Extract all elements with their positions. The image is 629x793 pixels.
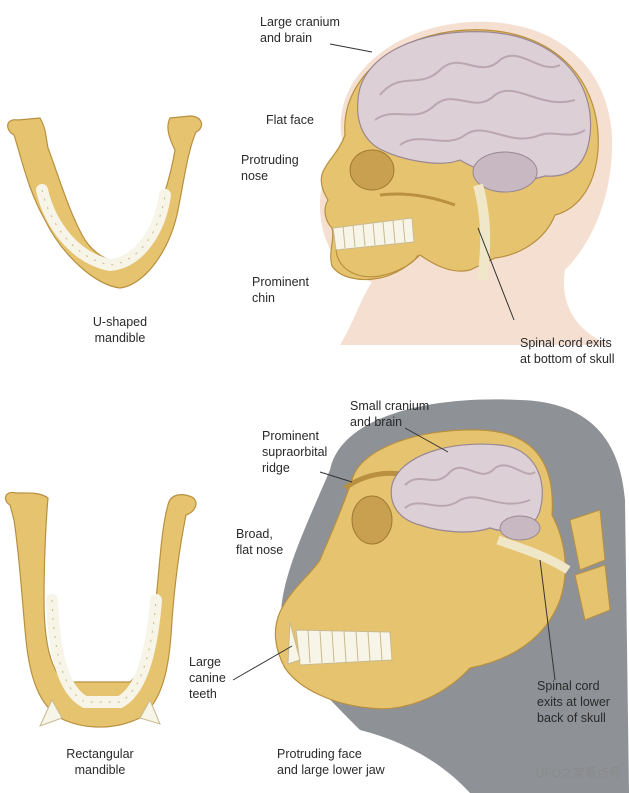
- ape-cerebellum: [500, 516, 540, 540]
- label-broad-flat-nose: Broad, flat nose: [236, 526, 283, 558]
- label-large-canine-teeth: Large canine teeth: [189, 654, 226, 702]
- label-protruding-face: Protruding face and large lower jaw: [277, 746, 385, 778]
- label-prominent-chin: Prominent chin: [252, 274, 309, 306]
- label-small-cranium: Small cranium and brain: [350, 398, 429, 430]
- ape-eye-socket: [352, 496, 392, 544]
- label-supraorbital-ridge: Prominent supraorbital ridge: [262, 428, 327, 476]
- label-flat-face: Flat face: [266, 112, 314, 128]
- human-mandible-u-shaped: [8, 116, 202, 288]
- label-protruding-nose: Protruding nose: [241, 152, 299, 184]
- label-u-shaped-mandible: U-shaped mandible: [60, 314, 180, 346]
- label-rectangular-mandible: Rectangular mandible: [40, 746, 160, 778]
- label-spinal-cord-bottom: Spinal cord exits at bottom of skull: [520, 335, 615, 367]
- human-eye-socket: [350, 150, 394, 190]
- watermark: UFO之家看点号: [536, 764, 621, 781]
- label-spinal-cord-lower-back: Spinal cord exits at lower back of skull: [537, 678, 610, 726]
- ape-mandible-rectangular: [5, 492, 196, 727]
- label-large-cranium: Large cranium and brain: [260, 14, 340, 46]
